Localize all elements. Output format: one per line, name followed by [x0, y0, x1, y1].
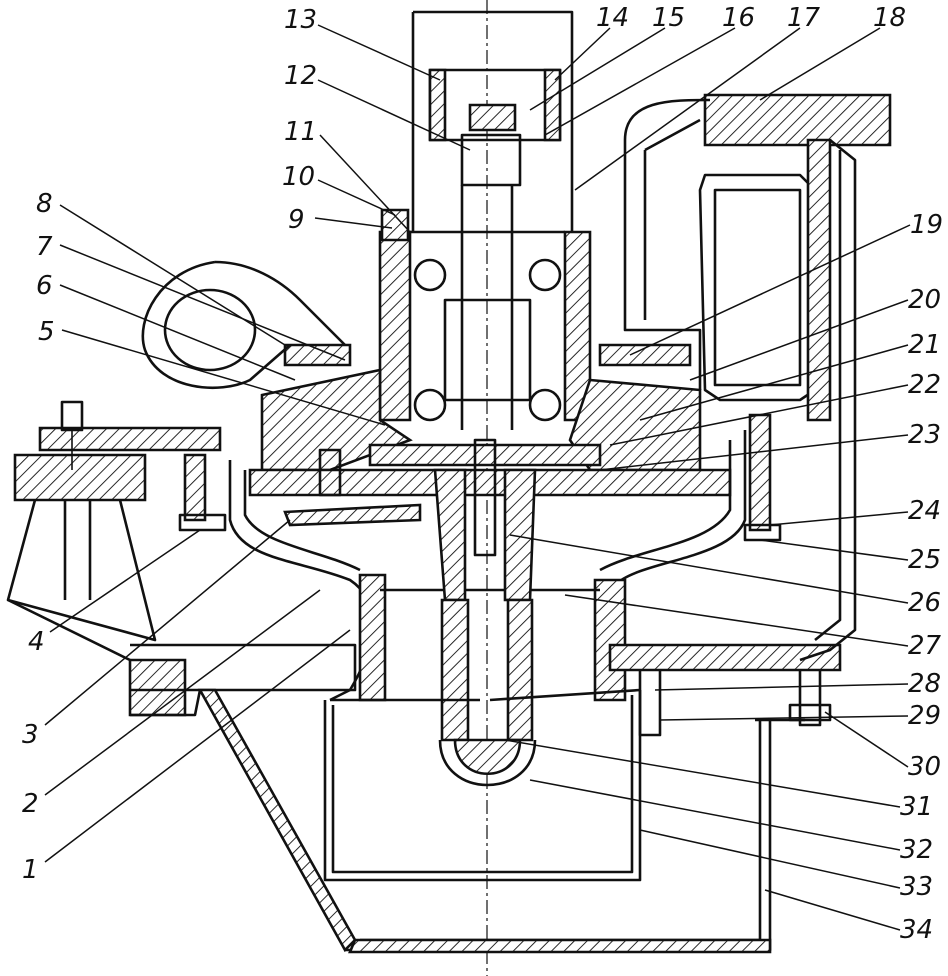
left-flange — [6, 400, 222, 662]
callouts: 1 2 3 4 5 6 7 8 9 10 11 12 13 14 15 16 1… — [22, 3, 943, 945]
callout-26: 26 — [908, 588, 941, 618]
callout-16: 16 — [722, 3, 755, 33]
callout-2: 2 — [22, 789, 39, 819]
bearing-housing — [378, 208, 592, 422]
callout-27: 27 — [908, 631, 942, 661]
volute — [141, 260, 346, 390]
callout-5: 5 — [38, 317, 55, 347]
callout-23: 23 — [908, 420, 941, 450]
callout-4: 4 — [28, 627, 45, 657]
callout-34: 34 — [900, 915, 933, 945]
hub — [433, 438, 537, 787]
callout-15: 15 — [652, 3, 685, 33]
callout-3: 3 — [22, 720, 39, 750]
main-housing — [248, 343, 732, 497]
callout-1: 1 — [22, 855, 39, 885]
discharge-column — [623, 93, 892, 662]
callout-29: 29 — [908, 701, 941, 731]
callout-6: 6 — [36, 271, 53, 301]
callout-30: 30 — [908, 752, 941, 782]
callout-24: 24 — [908, 496, 941, 526]
callout-10: 10 — [282, 162, 315, 192]
lower-bowl — [323, 688, 642, 882]
right-bolts — [178, 413, 842, 737]
leader-lines — [44, 24, 911, 931]
callout-14: 14 — [596, 3, 629, 33]
callout-33: 33 — [900, 872, 933, 902]
base-plate — [128, 643, 357, 717]
callout-13: 13 — [284, 5, 317, 35]
callout-31: 31 — [900, 792, 933, 822]
callout-8: 8 — [36, 189, 53, 219]
callout-20: 20 — [908, 285, 941, 315]
callout-12: 12 — [284, 61, 317, 91]
drive-tube — [411, 10, 574, 232]
callout-19: 19 — [910, 210, 943, 240]
callout-25: 25 — [908, 545, 941, 575]
callout-18: 18 — [873, 3, 906, 33]
callout-32: 32 — [900, 835, 933, 865]
callout-11: 11 — [284, 117, 317, 147]
callout-17: 17 — [787, 3, 821, 33]
callout-22: 22 — [908, 370, 941, 400]
callout-28: 28 — [908, 669, 941, 699]
callout-9: 9 — [288, 205, 305, 235]
callout-21: 21 — [908, 330, 941, 360]
callout-7: 7 — [36, 232, 53, 262]
pump-casing — [228, 430, 747, 702]
outer-sump — [197, 688, 805, 954]
